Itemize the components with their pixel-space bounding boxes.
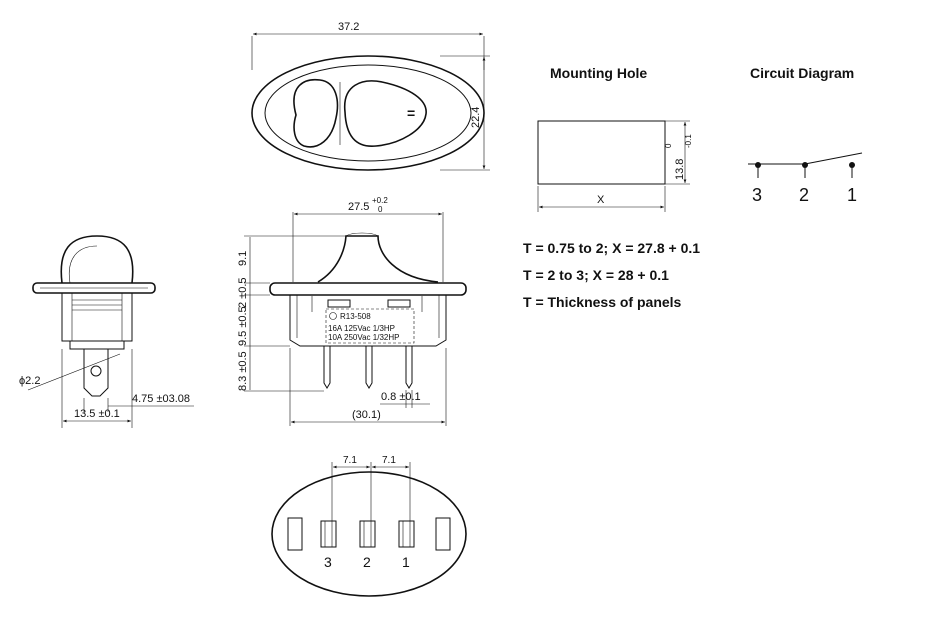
side-view: ϕ2.2 4.75 ±03.08 13.5 ±0.1 [19, 235, 194, 428]
terminal-label: 3 [752, 185, 762, 205]
bottom-pin-label: 2 [363, 554, 371, 570]
top-width-dim: 37.2 [338, 21, 359, 33]
dim-body: 9.5 ±0.5 [237, 306, 249, 346]
note-line: T = Thickness of panels [523, 294, 682, 310]
bottom-pin-label: 1 [402, 554, 410, 570]
front-view: R13-508 16A 125Vac 1/3HP 10A 250Vac 1/32… [237, 196, 467, 426]
pitch-right-dim: 7.1 [382, 455, 396, 466]
front-width-tol-upper: +0.2 [372, 196, 388, 205]
bottom-view: 7.1 7.1 3 2 1 [271, 455, 467, 597]
rating-label-1: 16A 125Vac 1/3HP [328, 324, 395, 333]
model-label: R13-508 [340, 312, 371, 321]
note-line: T = 2 to 3; X = 28 + 0.1 [523, 267, 669, 283]
terminal-width-dim: 0.8 ±0.1 [381, 391, 421, 403]
dim-flange: 2 ±0.5 [237, 277, 249, 308]
dim-terminal: 8.3 ±0.5 [237, 351, 249, 391]
front-width-dim: 27.5 [348, 201, 369, 213]
mounting-hole: Mounting Hole 13.8 0 -0.1 X [537, 65, 693, 212]
hole-dia-dim: ϕ2.2 [19, 375, 40, 387]
notes-block: T = 0.75 to 2; X = 27.8 + 0.1 T = 2 to 3… [523, 238, 883, 319]
mounting-tol-lower: -0.1 [684, 134, 693, 148]
mounting-hole-title: Mounting Hole [550, 65, 647, 81]
terminal-label: 2 [799, 185, 809, 205]
pitch-left-dim: 7.1 [343, 455, 357, 466]
top-height-dim: 22.4 [470, 107, 482, 128]
terminal-dim: 4.75 ±03.08 [132, 393, 190, 405]
note-line: T = 0.75 to 2; X = 27.8 + 0.1 [523, 240, 701, 256]
rating-label-2: 10A 250Vac 1/32HP [328, 333, 399, 342]
top-view: = 37.2 22.4 [251, 21, 490, 171]
mounting-tol-upper: 0 [664, 143, 673, 148]
overall-width-dim: (30.1) [352, 409, 381, 421]
base-width-dim: 13.5 ±0.1 [74, 408, 120, 420]
circuit-diagram: Circuit Diagram 3 2 1 [748, 65, 863, 205]
bottom-pin-label: 3 [324, 554, 332, 570]
mounting-x-label: X [597, 194, 605, 206]
circuit-title: Circuit Diagram [750, 65, 854, 81]
dim-top-height: 9.1 [237, 251, 249, 266]
terminal-label: 1 [847, 185, 857, 205]
front-width-tol-lower: 0 [378, 205, 383, 214]
mounting-height-dim: 13.8 [674, 159, 686, 180]
rocker-symbol: = [407, 105, 415, 121]
